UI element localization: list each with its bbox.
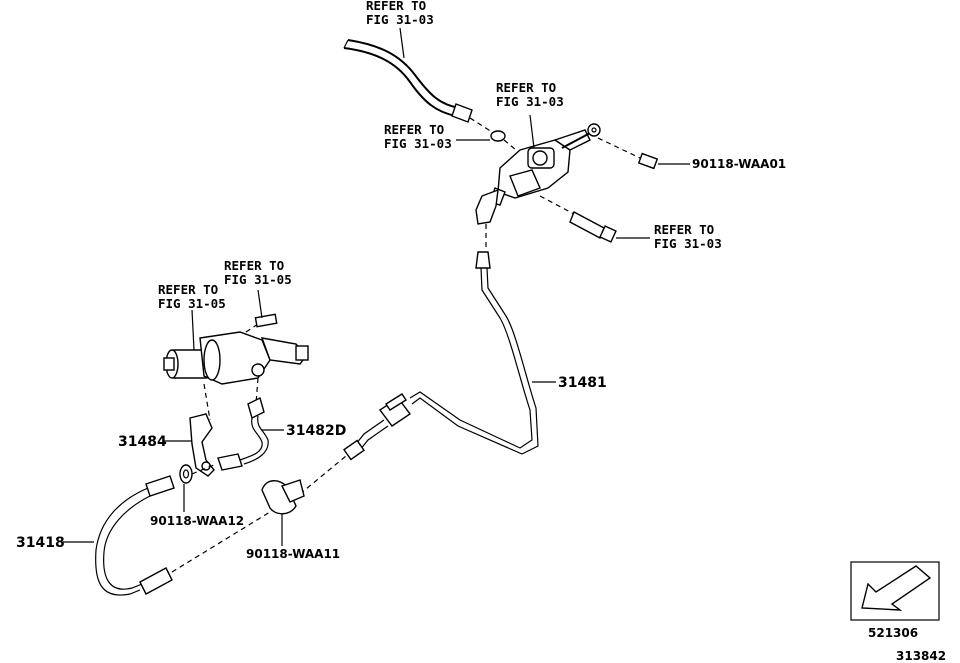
reservoir-hose[interactable] (343, 39, 473, 123)
leader-refer-mc-upper (529, 114, 535, 149)
footer-ref: 313842 (896, 649, 946, 663)
mounting-bolt[interactable] (569, 211, 617, 243)
part-31481: 31481 (558, 375, 607, 391)
refer-mc-right-line2: FIG 31-03 (654, 236, 722, 251)
clutch-release-cylinder[interactable] (163, 331, 309, 385)
arrow-icon (861, 565, 932, 611)
part-90118-waa01: 90118-WAA01 (692, 157, 786, 171)
refer-cyl-right-line1: REFER TO (224, 258, 284, 273)
part-31484: 31484 (118, 434, 167, 450)
refer-cyl-left-line1: REFER TO (158, 282, 218, 297)
leader-refer-top (399, 27, 405, 59)
clutch-tube-31481[interactable] (409, 251, 539, 455)
refer-mc-upper-line2: FIG 31-03 (496, 94, 564, 109)
part-31482d: 31482D (286, 423, 346, 439)
refer-mc-left-line2: FIG 31-03 (384, 136, 452, 151)
clip-ring[interactable] (490, 130, 506, 142)
refer-mc-right-line1: REFER TO (654, 222, 714, 237)
refer-top-line2: FIG 31-03 (366, 12, 434, 27)
leader-refer-cyl-left (191, 309, 195, 351)
flex-hose-31418[interactable] (95, 475, 175, 596)
leader-refer-cyl-right (257, 289, 263, 319)
union-90118-waa11[interactable] (261, 479, 305, 515)
elbow-fitting[interactable] (475, 188, 499, 225)
refer-top-line1: REFER TO (366, 0, 426, 13)
hose-31482d[interactable] (217, 396, 269, 471)
bolt-90118-waa01[interactable] (637, 152, 659, 170)
tube-grommet[interactable] (378, 393, 412, 427)
push-rod[interactable] (561, 123, 601, 149)
part-31418: 31418 (16, 535, 65, 551)
part-90118-waa12: 90118-WAA12 (150, 514, 244, 528)
gasket-90118-waa12[interactable] (179, 464, 193, 484)
clutch-master-cylinder[interactable] (489, 129, 591, 206)
part-90118-waa11: 90118-WAA11 (246, 547, 340, 561)
direction-indicator-box (850, 561, 940, 621)
refer-cyl-left-line2: FIG 31-05 (158, 296, 226, 311)
footer-code: 521306 (868, 626, 918, 640)
tube-end-nut[interactable] (343, 439, 365, 461)
refer-mc-left-line1: REFER TO (384, 122, 444, 137)
refer-mc-upper-line1: REFER TO (496, 80, 556, 95)
refer-cyl-right-line2: FIG 31-05 (224, 272, 292, 287)
bleeder-bolt[interactable] (254, 313, 278, 328)
